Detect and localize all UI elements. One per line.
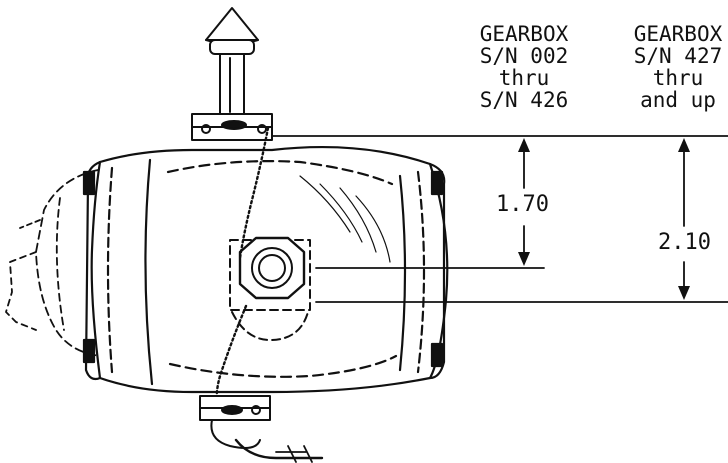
column-1-line-3: thru (498, 66, 550, 90)
lockwire (215, 126, 270, 414)
column-2-line-4: and up (640, 88, 716, 112)
center-fitting (229, 236, 311, 341)
column-2-line-2: S/N 427 (633, 44, 723, 68)
column-1-line-2: S/N 002 (479, 44, 569, 68)
column-1-line-4: S/N 426 (479, 88, 569, 112)
top-vent-pin (205, 7, 259, 115)
dimension-1-70: 1.70 (494, 192, 551, 217)
left-flange (5, 169, 101, 357)
dimension-lines (271, 135, 728, 303)
dimension-2-10: 2.10 (656, 230, 713, 255)
top-clamp (191, 113, 273, 141)
column-2-line-3: thru (652, 66, 704, 90)
column-label-sn-427: GEARBOX S/N 427 thru and up (628, 23, 728, 111)
bottom-clamp (199, 395, 324, 463)
column-2-line-1: GEARBOX (633, 22, 723, 46)
column-label-sn-002: GEARBOX S/N 002 thru S/N 426 (474, 23, 574, 111)
column-1-line-1: GEARBOX (479, 22, 569, 46)
